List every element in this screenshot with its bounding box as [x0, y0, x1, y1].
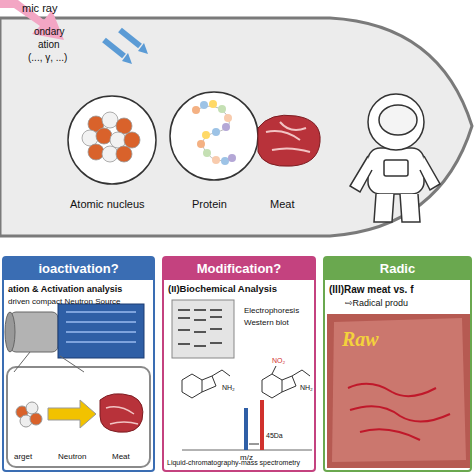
figure-label: NH₂: [222, 384, 235, 392]
neutron-source-machine: [58, 304, 144, 358]
machine-lines: [66, 312, 136, 342]
node-text: Neutron: [58, 452, 86, 461]
nucleus-bubble: [68, 96, 156, 184]
analysis-panel: Modification? (II)Biochemical AnalysisEle…: [162, 256, 316, 472]
node-text: (III)Raw meat vs. f: [329, 284, 413, 296]
bead: [222, 123, 230, 131]
node-text: Western blot: [244, 318, 289, 327]
astronaut-arm: [350, 156, 372, 192]
panel-header: Radic: [325, 258, 470, 280]
neutron: [82, 130, 98, 146]
spectrum-peak: [244, 408, 248, 450]
node-text: ⇨Radical produ: [345, 298, 408, 308]
bead: [197, 140, 205, 148]
gel-bands: [178, 310, 222, 346]
meat-piece: [258, 115, 320, 166]
figure-label: Meat: [270, 198, 294, 211]
bead: [221, 157, 229, 165]
figure-label: Protein: [192, 198, 227, 211]
bead: [228, 154, 236, 162]
atomic-nucleus: [82, 112, 140, 162]
secondary-arrowhead: [138, 43, 148, 54]
figure-label: ation: [38, 39, 60, 51]
node-text: Electrophoresis: [244, 306, 299, 315]
protein-chain: [196, 106, 232, 161]
cylinder-end: [5, 312, 15, 352]
figure-label: Raw: [342, 328, 379, 351]
chest-panel: [384, 160, 408, 176]
panel-header: ioactivation?: [4, 258, 153, 280]
secondary-arrowhead: [122, 53, 132, 64]
panel-header: Modification?: [164, 258, 314, 280]
figure-label: Atomic nucleus: [70, 198, 145, 211]
proton: [96, 128, 112, 144]
target-atom: [26, 402, 38, 414]
bead: [192, 106, 200, 114]
bead: [212, 156, 220, 164]
bead: [209, 100, 217, 108]
mass-shift-arrow: [249, 444, 259, 445]
node-text: driven compact Neutron Source: [8, 297, 121, 306]
astronaut-visor: [379, 105, 417, 135]
cosmic-ray-arrow: [0, 0, 64, 40]
figure-label: m/z: [240, 453, 253, 462]
proton: [124, 132, 140, 148]
spectrum-peak: [260, 400, 264, 450]
target-atom: [30, 413, 42, 425]
bead: [203, 149, 211, 157]
neutron: [102, 146, 118, 162]
bead: [202, 131, 210, 139]
proton: [116, 146, 132, 162]
astronaut-legs: [374, 194, 420, 222]
astronaut-helmet: [368, 94, 424, 150]
bead: [224, 114, 232, 122]
neutron: [110, 132, 126, 148]
proton: [88, 144, 104, 160]
raw-meat-photo: [327, 314, 470, 468]
secondary-arrow: [104, 40, 124, 56]
figure-label: mic ray: [22, 2, 57, 15]
figure-label: NH₂: [300, 384, 313, 392]
node-text: ation & Activation analysis: [8, 284, 122, 294]
astronaut-arm: [420, 156, 440, 190]
neutron: [102, 112, 118, 128]
rocket-outline: [0, 18, 472, 236]
node-text: Liquid-chromatography-mass spectrometry: [167, 459, 300, 467]
gel-image: [172, 300, 234, 358]
astronaut-body: [368, 148, 424, 194]
handwriting-marks: [348, 384, 450, 440]
astronaut: [350, 94, 440, 222]
bead: [218, 105, 226, 113]
figure-label: (..., γ, ...): [28, 52, 67, 64]
meat-marbling: [266, 122, 310, 152]
bead: [200, 101, 208, 109]
figure-label: NO₂: [272, 357, 285, 365]
meat-marbling: [106, 407, 138, 424]
plastic-bag: [332, 318, 466, 462]
analysis-panel: ioactivation? ation & Activation analysis…: [2, 256, 155, 472]
meat-sample: [100, 394, 143, 433]
proton: [116, 118, 132, 134]
node-text: Meat: [112, 452, 130, 461]
bead: [212, 128, 220, 136]
figure-label: 45Da: [266, 432, 283, 440]
secondary-arrow: [120, 30, 140, 46]
protein-bubble: [170, 92, 258, 180]
figure-label: ondary: [34, 26, 65, 38]
node-text: arget: [14, 452, 32, 461]
node-text: (II)Biochemical Analysis: [168, 284, 277, 295]
amino-acid-beads: [192, 100, 236, 165]
cylinder-device: [10, 312, 58, 352]
